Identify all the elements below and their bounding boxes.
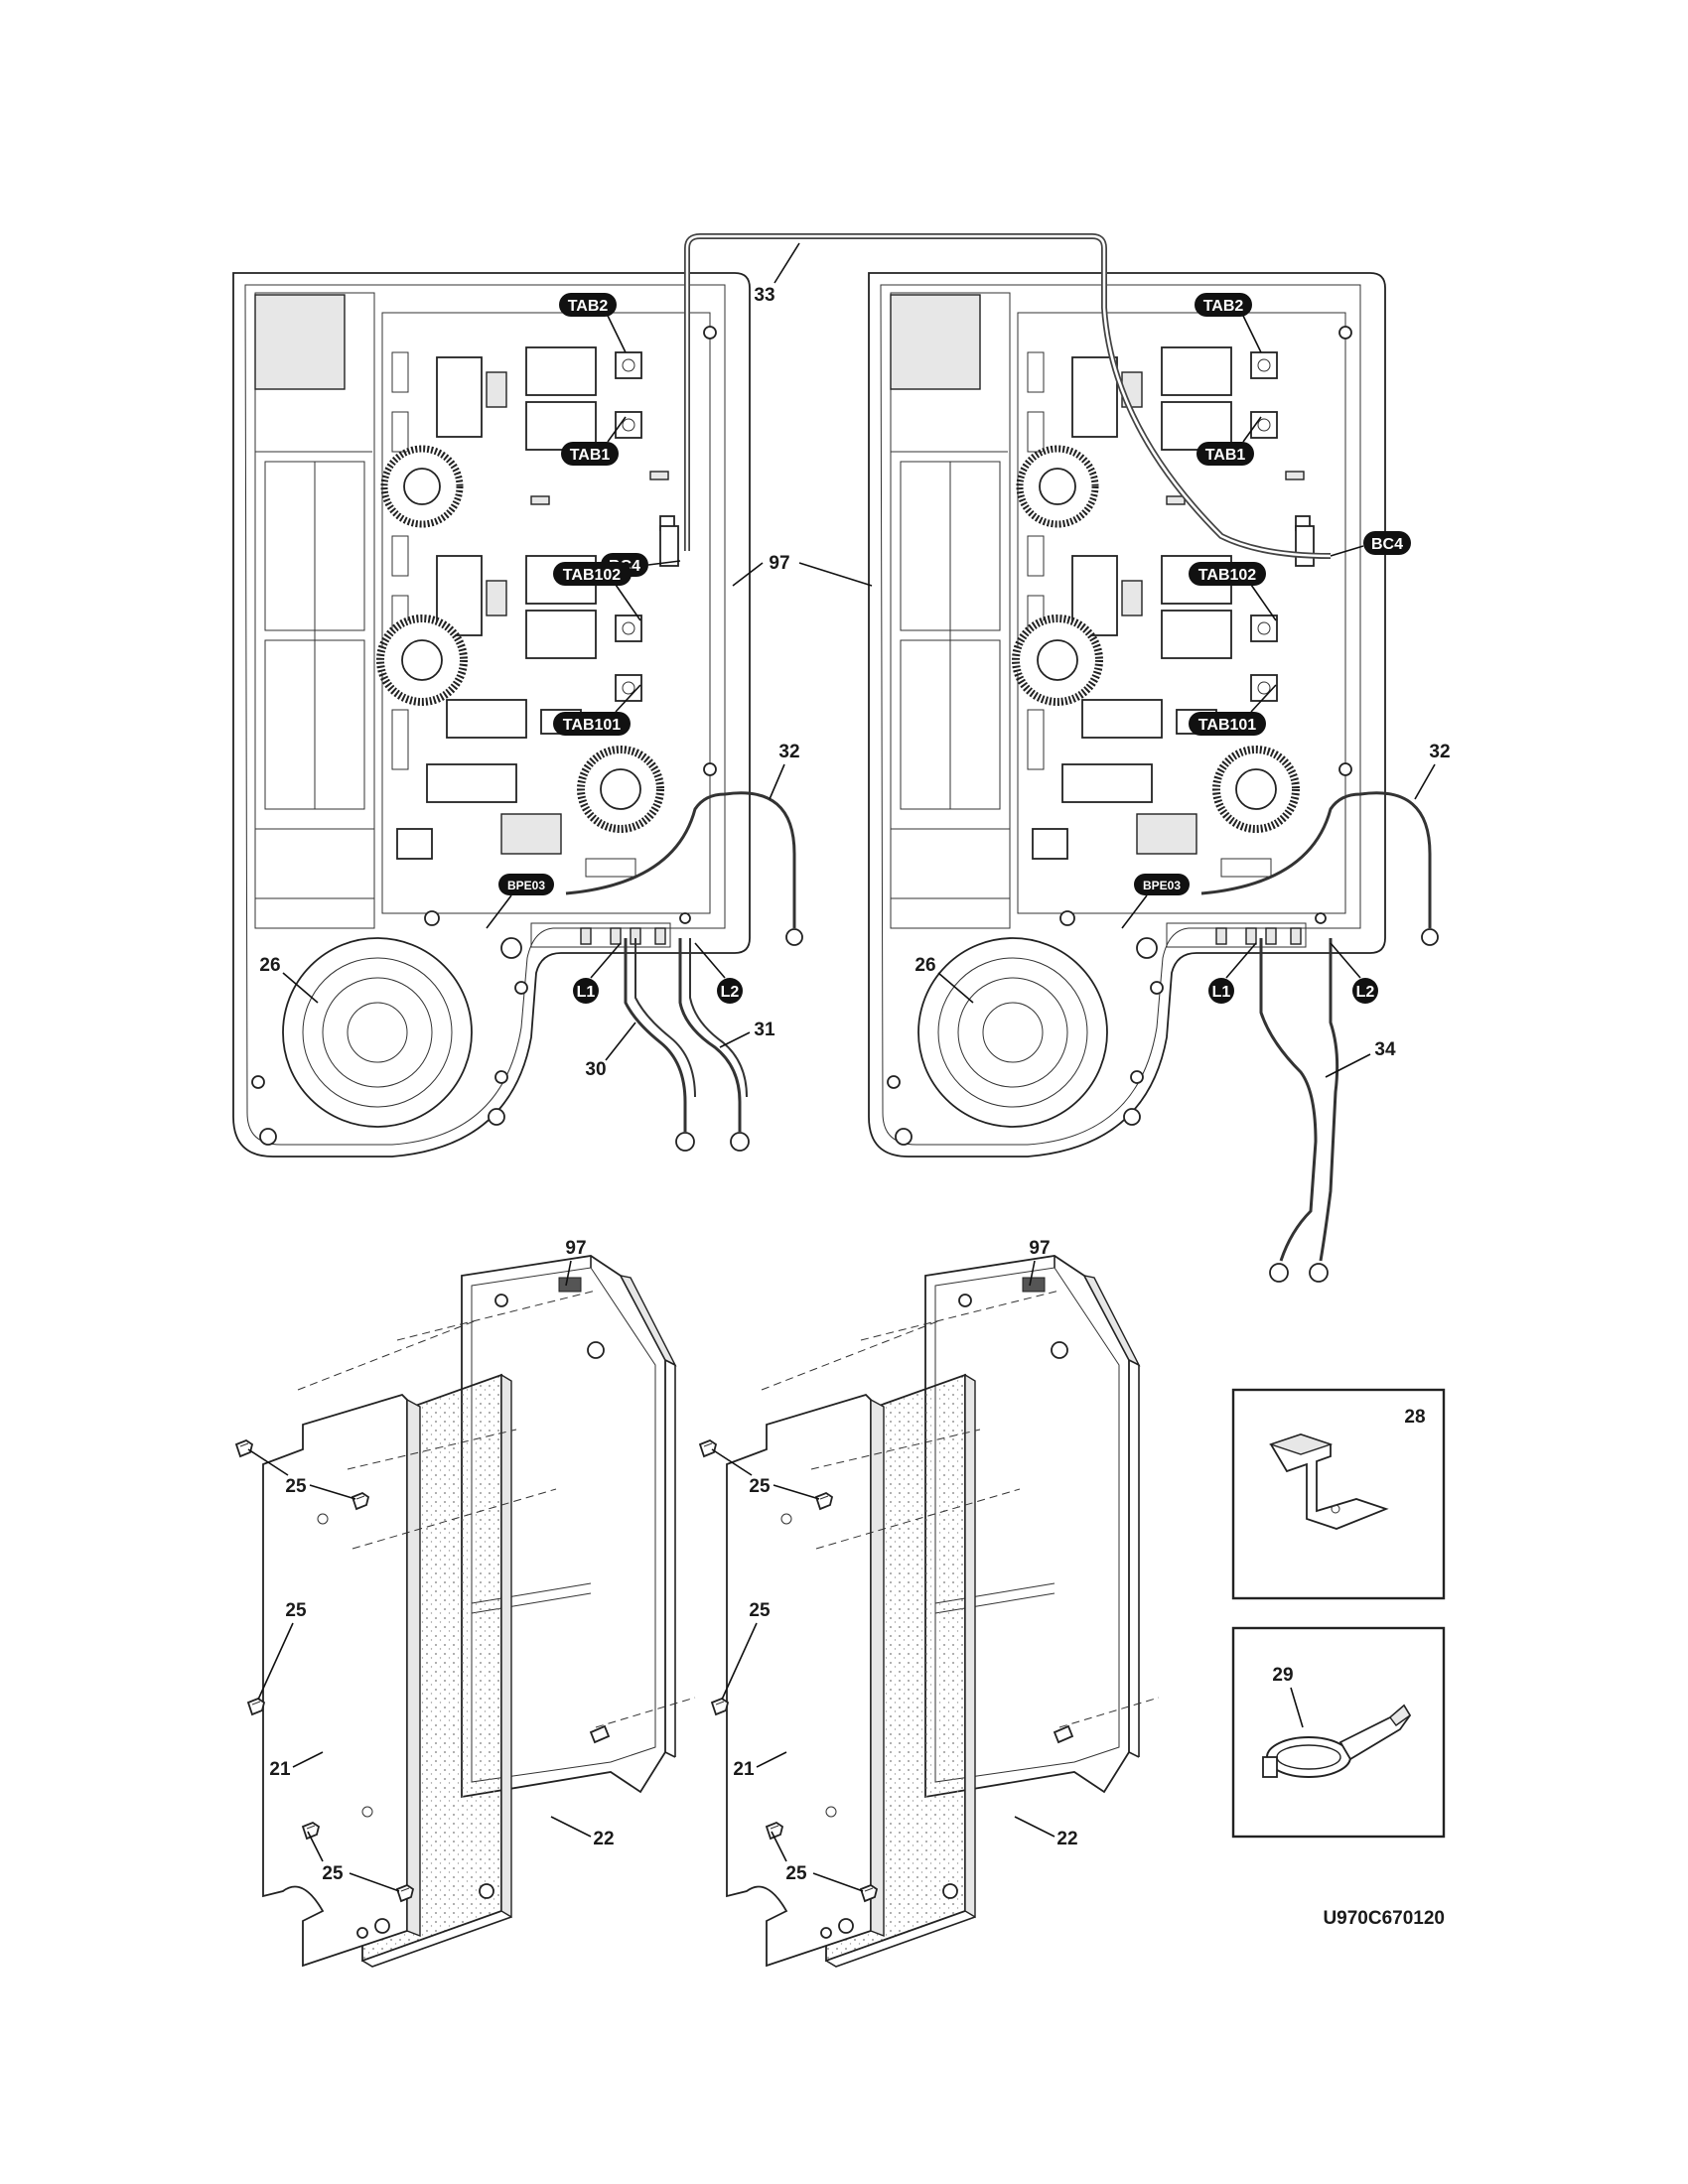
callout-97-bottom-right: 97: [1029, 1238, 1051, 1287]
svg-text:34: 34: [1374, 1039, 1396, 1060]
inset-part-28: [1231, 1388, 1446, 1600]
callout-31: 31: [719, 1020, 775, 1048]
callout-25-f: 25: [771, 1831, 864, 1892]
callout-25-d: 25: [711, 1448, 820, 1500]
svg-text:33: 33: [754, 285, 774, 306]
callout-26-right: 26: [914, 955, 974, 1004]
tag-bc4-right: BC4: [1330, 531, 1411, 557]
svg-text:30: 30: [585, 1059, 606, 1080]
svg-text:25: 25: [785, 1863, 807, 1884]
callout-97-top: 97: [732, 553, 873, 587]
svg-text:TAB2: TAB2: [1203, 298, 1244, 315]
callout-32-left: 32: [769, 742, 800, 800]
callout-29: 29: [1272, 1665, 1304, 1728]
callout-30: 30: [585, 1022, 636, 1080]
assembly-right: [699, 1255, 1160, 1968]
svg-text:22: 22: [1056, 1829, 1077, 1849]
connector-labels-right: TAB2 TAB1 BC4: [1195, 293, 1411, 557]
ground-wire-32-right: [1200, 791, 1432, 928]
callout-97-bottom-left: 97: [565, 1238, 587, 1287]
tag-tab1: TAB1: [561, 416, 627, 466]
tag-tab2-right: TAB2: [1195, 293, 1262, 353]
wire-31: [678, 938, 742, 1132]
svg-text:25: 25: [749, 1476, 771, 1497]
svg-text:32: 32: [1429, 742, 1450, 762]
ground-wire-32-left: [565, 791, 796, 928]
tag-l1-left: L1: [573, 942, 622, 1004]
svg-text:29: 29: [1272, 1665, 1293, 1686]
tag-tab102-shown-left: TAB102: [553, 562, 641, 621]
callouts: 33 97 32 32 26 26 30 31: [247, 242, 1451, 1892]
callout-22-right: 22: [1014, 1816, 1078, 1849]
callout-34: 34: [1325, 1039, 1396, 1078]
callout-25-c: 25: [307, 1831, 400, 1892]
svg-text:97: 97: [769, 553, 789, 574]
svg-text:31: 31: [754, 1020, 775, 1040]
callout-33: 33: [754, 242, 800, 306]
tag-tab1-right: TAB1: [1196, 416, 1262, 466]
tag-l2-left: L2: [694, 942, 743, 1004]
svg-text:TAB101: TAB101: [563, 717, 621, 734]
svg-text:TAB102: TAB102: [563, 567, 621, 584]
inset-part-29: [1231, 1626, 1446, 1839]
diagram-code: U970C670120: [1323, 1908, 1445, 1929]
assembly-left: [235, 1255, 696, 1968]
svg-text:25: 25: [285, 1600, 307, 1621]
wire-34: [1259, 938, 1318, 1262]
svg-text:28: 28: [1404, 1407, 1425, 1428]
svg-text:32: 32: [778, 742, 799, 762]
svg-text:TAB102: TAB102: [1198, 567, 1256, 584]
svg-text:25: 25: [322, 1863, 344, 1884]
svg-text:26: 26: [914, 955, 935, 976]
svg-text:21: 21: [733, 1759, 755, 1780]
callout-28: 28: [1404, 1407, 1425, 1428]
svg-text:22: 22: [593, 1829, 614, 1849]
svg-text:TAB2: TAB2: [568, 298, 609, 315]
tag-bpe03-left: BPE03: [486, 874, 554, 929]
callout-21-right: 21: [733, 1751, 787, 1780]
callout-32-right: 32: [1414, 742, 1451, 800]
svg-text:97: 97: [565, 1238, 586, 1259]
tag-l1-right: L1: [1208, 942, 1257, 1004]
svg-text:TAB1: TAB1: [570, 447, 611, 464]
svg-text:97: 97: [1029, 1238, 1050, 1259]
svg-text:25: 25: [749, 1600, 771, 1621]
svg-text:21: 21: [269, 1759, 291, 1780]
svg-text:BPE03: BPE03: [1143, 879, 1181, 892]
callout-26-left: 26: [259, 955, 319, 1004]
callout-22-left: 22: [550, 1816, 615, 1849]
svg-text:25: 25: [285, 1476, 307, 1497]
callout-25-e: 25: [721, 1600, 771, 1701]
callout-25-b: 25: [257, 1600, 307, 1701]
callout-25-a: 25: [247, 1448, 356, 1500]
svg-text:26: 26: [259, 955, 280, 976]
svg-text:L1: L1: [1212, 984, 1231, 1001]
wire-30: [624, 938, 687, 1132]
callout-21-left: 21: [269, 1751, 324, 1780]
tag-tab101-right: TAB101: [1189, 684, 1277, 736]
svg-text:L2: L2: [721, 984, 740, 1001]
tag-tab102-right: TAB102: [1189, 562, 1277, 621]
tag-bpe03-right: BPE03: [1121, 874, 1190, 929]
tag-tab101-left: TAB101: [553, 684, 641, 736]
svg-text:L1: L1: [577, 984, 596, 1001]
svg-text:TAB101: TAB101: [1198, 717, 1256, 734]
tag-tab2: TAB2: [559, 293, 627, 353]
svg-text:BC4: BC4: [1371, 536, 1403, 553]
svg-text:TAB1: TAB1: [1205, 447, 1246, 464]
tag-l2-right: L2: [1330, 942, 1378, 1004]
svg-text:L2: L2: [1356, 984, 1375, 1001]
control-module-left: [233, 273, 750, 1157]
svg-text:BPE03: BPE03: [507, 879, 545, 892]
